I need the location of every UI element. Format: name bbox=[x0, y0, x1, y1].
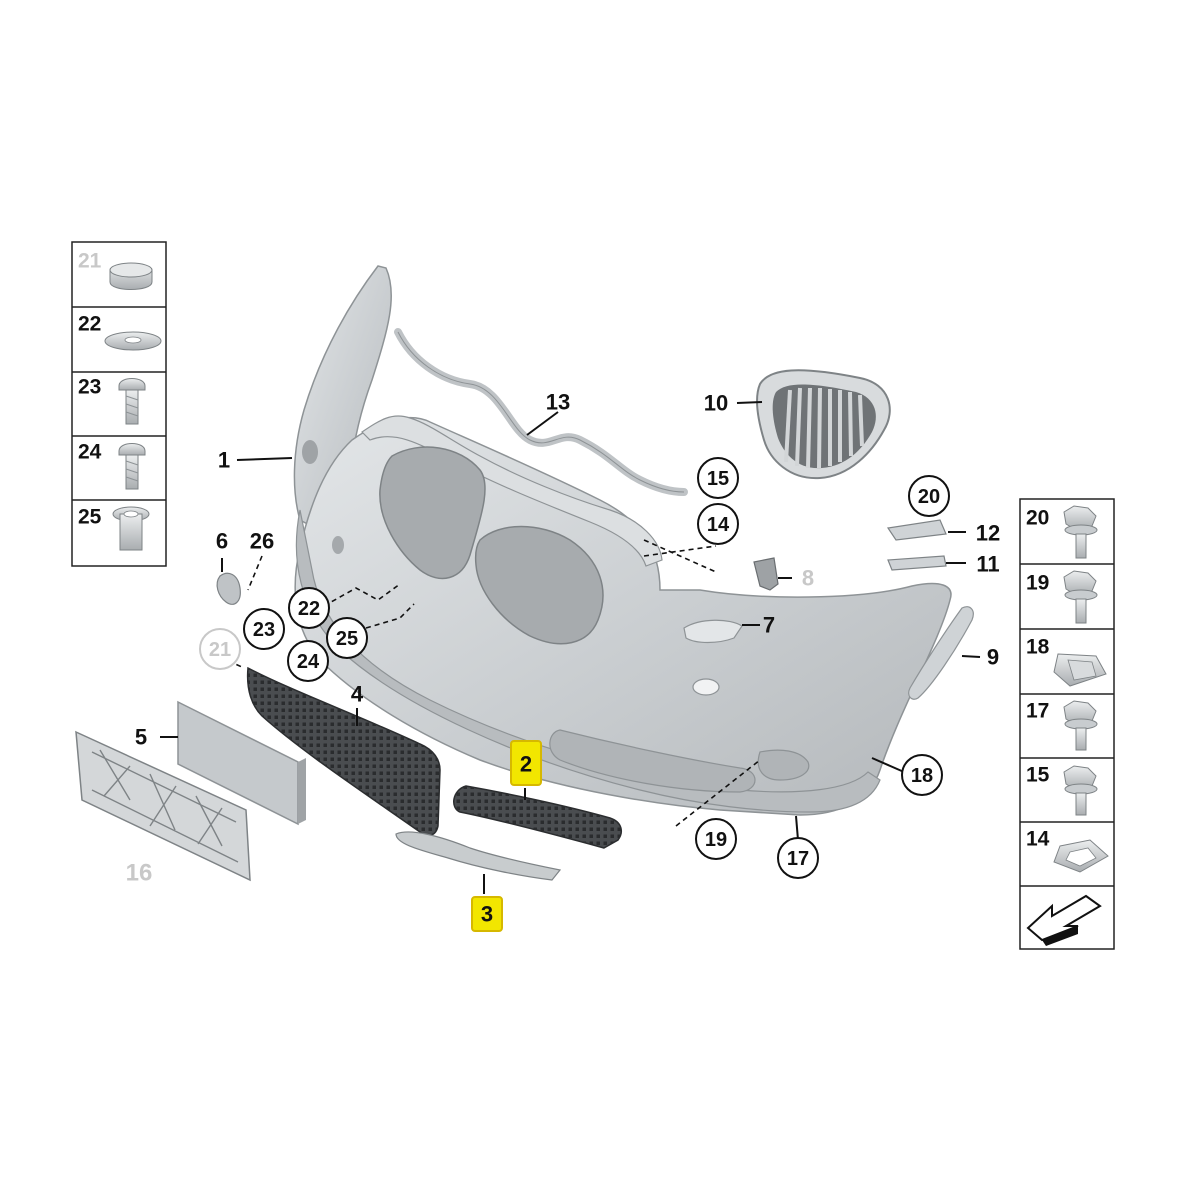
callout-3: 3 bbox=[481, 902, 493, 927]
callout-14: 14 bbox=[707, 514, 730, 536]
callout-21: 21 bbox=[209, 639, 231, 661]
front-bumper-cover bbox=[293, 265, 952, 816]
callout-18-circle bbox=[901, 754, 943, 796]
callout-20-circle bbox=[908, 475, 950, 517]
callout-15: 15 bbox=[707, 468, 729, 490]
callout-2: 2 bbox=[520, 752, 532, 777]
callout-19: 19 bbox=[705, 829, 727, 851]
right-panel-label-17: 17 bbox=[1026, 700, 1049, 723]
collar-screw-icon bbox=[1063, 570, 1098, 624]
cap-icon bbox=[109, 262, 153, 290]
collar-screw-icon bbox=[1063, 700, 1098, 751]
right-panel-label-15: 15 bbox=[1026, 764, 1050, 787]
right-panel-label-18: 18 bbox=[1026, 636, 1050, 659]
callout-22-circle bbox=[288, 587, 330, 629]
callout-14-circle bbox=[697, 503, 739, 545]
callout-13: 13 bbox=[546, 390, 570, 415]
callout-25: 25 bbox=[336, 628, 358, 650]
cover-part-7 bbox=[683, 619, 743, 644]
screw-icon bbox=[118, 378, 146, 425]
callout-10: 10 bbox=[704, 391, 728, 416]
callout-23: 23 bbox=[253, 619, 275, 641]
left-panel-label-23: 23 bbox=[78, 376, 101, 399]
part-6 bbox=[216, 572, 241, 605]
left-panel-label-25: 25 bbox=[78, 506, 102, 529]
left-panel-label-22: 22 bbox=[78, 313, 101, 336]
callout-7: 7 bbox=[763, 613, 775, 638]
callout-1: 1 bbox=[218, 448, 230, 473]
strip-part-11 bbox=[887, 555, 947, 571]
callout-17: 17 bbox=[787, 848, 809, 870]
callout-8: 8 bbox=[802, 566, 814, 591]
callout-25-circle bbox=[326, 617, 368, 659]
callout-15-circle bbox=[697, 457, 739, 499]
callout-12: 12 bbox=[976, 521, 1000, 546]
callout-26: 26 bbox=[250, 529, 274, 554]
clip-nut-icon bbox=[1053, 653, 1107, 687]
left-panel-label-21: 21 bbox=[78, 250, 102, 273]
bracket-part-12 bbox=[886, 519, 947, 541]
direction-arrow-icon bbox=[1026, 894, 1102, 946]
leader-lines bbox=[160, 401, 981, 894]
collar-screw-icon bbox=[1063, 505, 1098, 559]
callout-23-circle bbox=[243, 608, 285, 650]
left-fastener-panel: 21 22 23 24 25 bbox=[71, 241, 167, 567]
callout-22: 22 bbox=[298, 598, 320, 620]
kidney-grille-part-10 bbox=[756, 369, 891, 480]
bushing-icon bbox=[112, 506, 150, 551]
callout-9: 9 bbox=[987, 645, 999, 670]
callout-3-highlight bbox=[471, 896, 503, 932]
carrier-part-16 bbox=[75, 730, 251, 882]
strip-part-9 bbox=[908, 606, 974, 700]
bracket-part-8 bbox=[753, 557, 779, 591]
callout-2-highlight bbox=[510, 740, 542, 786]
right-panel-label-20: 20 bbox=[1026, 507, 1049, 530]
collar-screw-icon bbox=[1063, 765, 1098, 816]
right-fastener-panel: 20 19 18 17 15 14 bbox=[1019, 498, 1115, 950]
callout-16: 16 bbox=[126, 860, 153, 887]
left-panel-label-24: 24 bbox=[78, 441, 102, 464]
callout-21-circle bbox=[199, 628, 241, 670]
screw-icon bbox=[118, 443, 146, 490]
callout-20: 20 bbox=[918, 486, 940, 508]
callout-18: 18 bbox=[911, 765, 933, 787]
right-panel-label-14: 14 bbox=[1026, 828, 1050, 851]
callout-4: 4 bbox=[351, 682, 364, 707]
washer-icon bbox=[104, 331, 162, 351]
callout-17-circle bbox=[777, 837, 819, 879]
mesh-grille-part-2 bbox=[453, 785, 623, 849]
callout-5: 5 bbox=[135, 725, 147, 750]
callout-11: 11 bbox=[976, 552, 999, 577]
callout-19-circle bbox=[695, 818, 737, 860]
grommet-icon bbox=[1053, 839, 1109, 873]
right-panel-label-19: 19 bbox=[1026, 572, 1049, 595]
callout-24: 24 bbox=[297, 651, 320, 673]
trim-strip-part-3 bbox=[395, 831, 562, 881]
callout-24-circle bbox=[287, 640, 329, 682]
callout-6: 6 bbox=[216, 529, 228, 554]
